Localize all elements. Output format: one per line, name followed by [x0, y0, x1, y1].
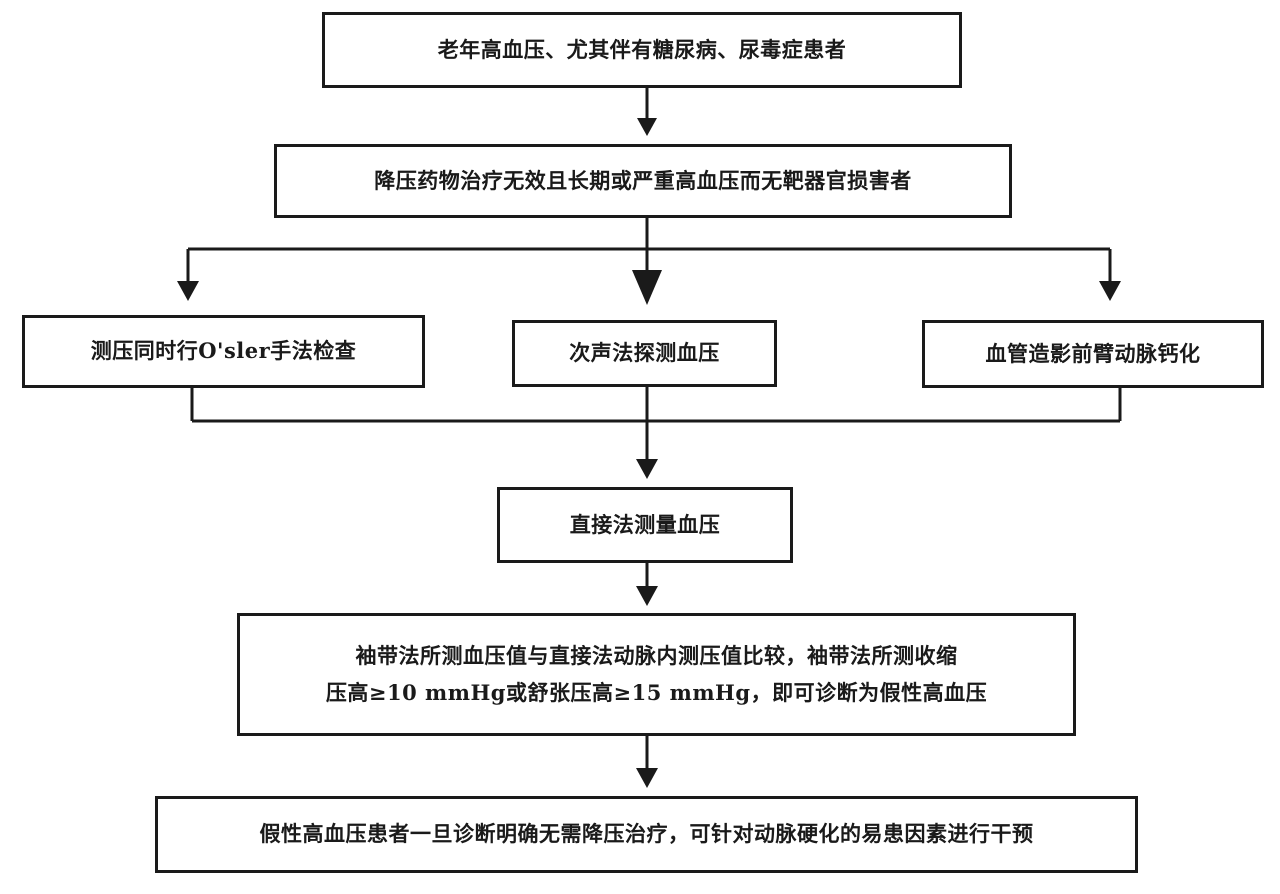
- step-4-box: 袖带法所测血压值与直接法动脉内测压值比较，袖带法所测收缩 压高≥10 mmHg或…: [237, 613, 1076, 736]
- branch-center-box: 次声法探测血压: [512, 320, 777, 387]
- step-5-text: 假性高血压患者一旦诊断明确无需降压治疗，可针对动脉硬化的易患因素进行干预: [259, 821, 1034, 847]
- branch-right-box: 血管造影前臂动脉钙化: [922, 320, 1264, 388]
- branch-left-box: 测压同时行O'sler手法检查: [22, 315, 425, 388]
- step-5-box: 假性高血压患者一旦诊断明确无需降压治疗，可针对动脉硬化的易患因素进行干预: [155, 796, 1138, 873]
- step-3-box: 直接法测量血压: [497, 487, 793, 563]
- step-4-text: 袖带法所测血压值与直接法动脉内测压值比较，袖带法所测收缩 压高≥10 mmHg或…: [326, 638, 987, 712]
- step-2-box: 降压药物治疗无效且长期或严重高血压而无靶器官损害者: [274, 144, 1012, 218]
- step-1-box: 老年高血压、尤其伴有糖尿病、尿毒症患者: [322, 12, 962, 88]
- arrowhead-to-step-3: [636, 459, 658, 479]
- branch-left-text: 测压同时行O'sler手法检查: [90, 338, 357, 364]
- arrowheads: [177, 118, 1121, 788]
- step-2-text: 降压药物治疗无效且长期或严重高血压而无靶器官损害者: [374, 167, 912, 193]
- arrowhead-to-right-branch: [1099, 281, 1121, 301]
- arrowhead-to-step-4: [636, 586, 658, 606]
- step-4-line-2: 压高≥10 mmHg或舒张压高≥15 mmHg，即可诊断为假性高血压: [325, 679, 988, 705]
- arrowhead-to-step-5: [636, 768, 658, 788]
- arrowhead-to-step-2: [637, 118, 657, 136]
- branch-center-text: 次声法探测血压: [569, 340, 720, 366]
- arrowhead-to-center-branch: [632, 270, 662, 305]
- step-3-text: 直接法测量血压: [569, 511, 721, 537]
- step-1-text: 老年高血压、尤其伴有糖尿病、尿毒症患者: [437, 36, 847, 62]
- connector-strokes: [186, 88, 1122, 770]
- arrowhead-to-left-branch: [177, 281, 199, 301]
- branch-right-text: 血管造影前臂动脉钙化: [985, 340, 1201, 366]
- step-4-line-1: 袖带法所测血压值与直接法动脉内测压值比较，袖带法所测收缩: [355, 642, 958, 668]
